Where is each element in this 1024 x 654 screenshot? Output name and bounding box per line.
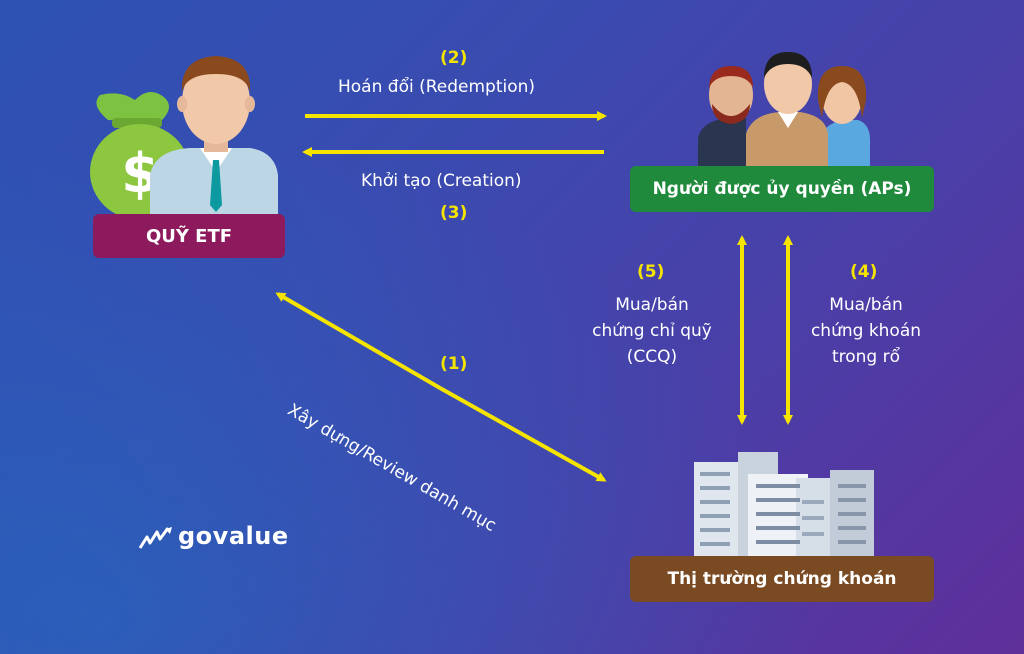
review-arrow-to-market xyxy=(439,386,607,482)
market-box: Thị trường chứng khoán xyxy=(630,556,934,602)
ccq-line-1: Mua/bán xyxy=(615,295,689,315)
basket-line-2: chứng khoán xyxy=(810,321,922,341)
govalue-logo-text: govalue xyxy=(178,522,289,550)
market-label: Thị trường chứng khoán xyxy=(667,569,897,589)
redemption-label: Hoán đổi (Redemption) xyxy=(338,77,536,97)
ccq-line-2: chứng chỉ quỹ xyxy=(592,321,712,341)
basket-line-3: trong rổ xyxy=(831,347,901,367)
aps-box: Người được ủy quyền (APs) xyxy=(630,166,934,212)
fund-manager-icon xyxy=(150,56,278,215)
authorized-participants-icon xyxy=(698,52,870,166)
basket-text: Mua/bán chứng khoán trong rổ xyxy=(796,292,936,370)
ccq-line-3: (CCQ) xyxy=(626,347,678,367)
basket-line-1: Mua/bán xyxy=(829,295,903,315)
ccq-text: Mua/bán chứng chỉ quỹ (CCQ) xyxy=(572,292,732,370)
ccq-number: (5) xyxy=(637,262,665,282)
review-arrow-to-fund xyxy=(275,292,442,390)
creation-label: Khởi tạo (Creation) xyxy=(361,171,522,191)
fund-label: QUỸ ETF xyxy=(145,225,233,247)
review-number: (1) xyxy=(440,354,468,374)
redemption-number: (2) xyxy=(440,48,468,68)
fund-box: QUỸ ETF xyxy=(93,214,285,258)
aps-label: Người được ủy quyền (APs) xyxy=(652,179,912,199)
creation-number: (3) xyxy=(440,203,468,223)
basket-number: (4) xyxy=(850,262,878,282)
buildings-icon xyxy=(694,452,874,557)
govalue-logo-icon xyxy=(138,527,172,549)
